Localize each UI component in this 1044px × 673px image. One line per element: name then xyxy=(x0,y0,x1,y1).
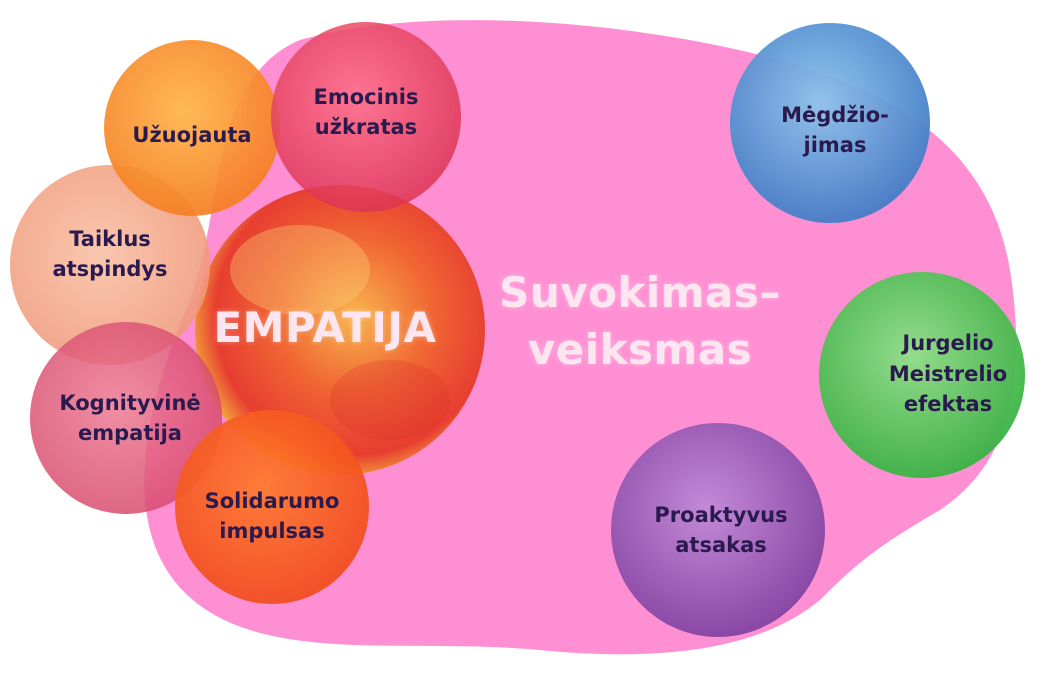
empathy-circle xyxy=(195,185,485,475)
empathy-circle-shade xyxy=(330,360,450,440)
label-uzuojauta: Užuojauta xyxy=(132,122,252,147)
circle-taiklus-atspindys xyxy=(10,165,210,365)
circle-jurgelio-meistrelio-efektas xyxy=(819,272,1025,478)
perception-action-title: Suvokimas– veiksmas xyxy=(499,268,781,374)
label-jurgelio-meistrelio-efektas: Jurgelio Meistrelio efektas xyxy=(888,331,1008,417)
circle-kognityvine-empatija xyxy=(30,322,222,514)
circle-solidarumo-impulsas xyxy=(175,410,369,604)
circle-proaktyvus-atsakas xyxy=(611,423,825,637)
label-megdziojimas: Mėgdžio- jimas xyxy=(781,102,889,157)
label-emocinis-uzkratas: Emocinis užkratas xyxy=(313,84,419,139)
circle-uzuojauta xyxy=(104,40,280,216)
label-solidarumo-impulsas: Solidarumo impulsas xyxy=(204,488,340,543)
empathy-circle-highlight xyxy=(230,225,370,315)
label-proaktyvus-atsakas: Proaktyvus atsakas xyxy=(654,502,788,557)
label-taiklus-atspindys: Taiklus atspindys xyxy=(52,226,168,281)
label-kognityvine-empatija: Kognityvinė empatija xyxy=(59,390,201,445)
circle-megdziojimas xyxy=(730,23,930,223)
circle-emocinis-uzkratas xyxy=(271,22,461,212)
empathy-title: EMPATIJA xyxy=(213,302,437,352)
